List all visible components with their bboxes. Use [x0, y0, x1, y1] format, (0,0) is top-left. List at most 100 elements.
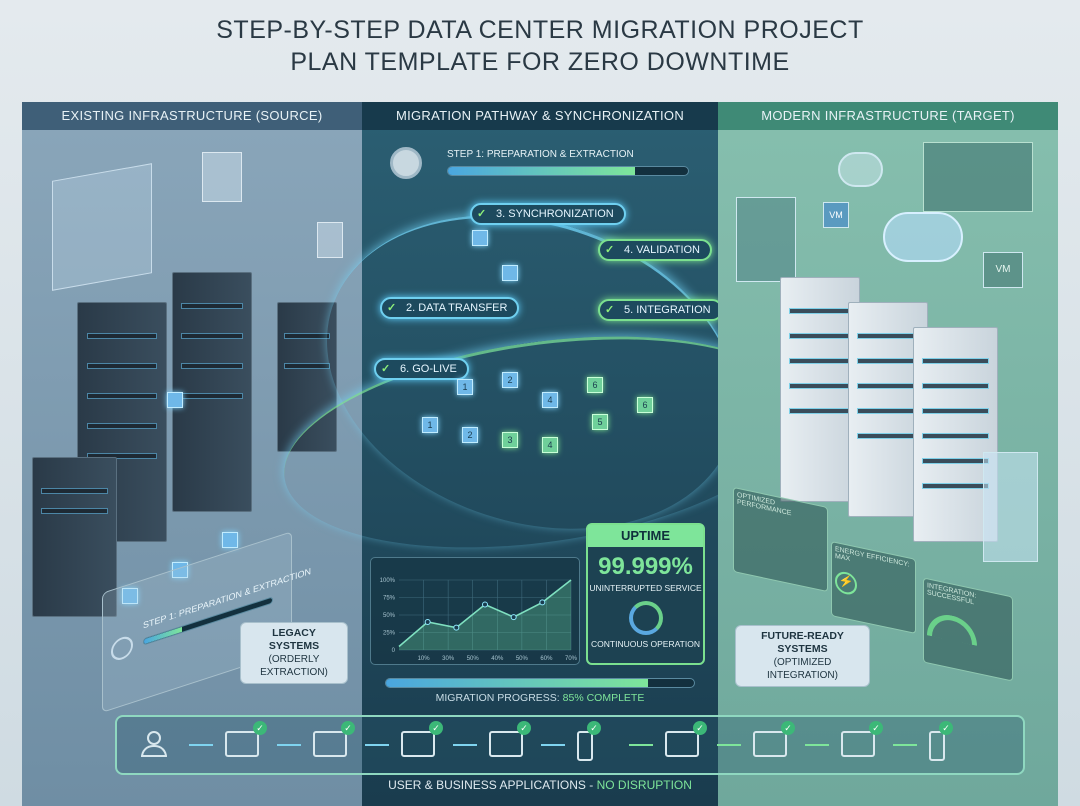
- chart-svg: 025%50%75%100%10%30%50%40%50%60%70%: [380, 578, 578, 662]
- step-pill[interactable]: ✓ 6. GO-LIVE: [374, 358, 469, 380]
- check-icon: ✓: [605, 304, 615, 316]
- callout-subtitle: (ORDERLY EXTRACTION): [260, 654, 328, 678]
- monitor-icon: ✓: [225, 721, 267, 757]
- blueprint-panel: [52, 163, 152, 291]
- data-cube: 4: [542, 437, 558, 453]
- step-label: 2. DATA TRANSFER: [406, 302, 508, 314]
- connector: [277, 744, 301, 746]
- migration-progress-bar: [385, 678, 695, 688]
- target-heading: MODERN INFRASTRUCTURE (TARGET): [718, 102, 1058, 130]
- target-column: MODERN INFRASTRUCTURE (TARGET) VM VM OPT…: [718, 102, 1058, 806]
- data-cube: 6: [637, 397, 653, 413]
- step-pill[interactable]: ✓ 2. DATA TRANSFER: [380, 297, 520, 319]
- uptime-subtitle: UNINTERRUPTED SERVICE: [589, 583, 702, 593]
- vm-panel: VM: [983, 252, 1023, 288]
- uptime-value: 99.999%: [598, 553, 693, 580]
- data-cube: [122, 588, 138, 604]
- energy-panel: ENERGY EFFICIENCY: MAX⚡: [831, 540, 916, 635]
- y-tick-label: 75%: [383, 596, 396, 602]
- step-label: 4. VALIDATION: [624, 244, 701, 256]
- legacy-server-rack: [277, 302, 337, 452]
- y-tick-label: 100%: [380, 578, 396, 584]
- data-cube: [472, 230, 488, 246]
- legacy-tower: [32, 457, 117, 617]
- clock-icon: [111, 633, 133, 663]
- y-tick-label: 0: [392, 648, 396, 654]
- check-icon: ✓: [381, 363, 391, 375]
- x-tick-label: 10%: [418, 656, 431, 662]
- data-cube: 2: [462, 427, 478, 443]
- step-pill[interactable]: ✓ 4. VALIDATION: [598, 239, 713, 261]
- check-icon: ✓: [587, 721, 601, 735]
- clock-icon: [390, 147, 422, 179]
- data-point: [510, 614, 517, 621]
- x-tick-label: 70%: [565, 656, 578, 662]
- y-tick-label: 25%: [383, 631, 396, 637]
- lightning-icon: ⚡: [835, 569, 857, 597]
- phone-icon: ✓: [929, 721, 953, 761]
- data-cube: 3: [502, 432, 518, 448]
- connector: [805, 744, 829, 746]
- x-tick-label: 50%: [467, 656, 480, 662]
- check-icon: ✓: [477, 208, 487, 220]
- checklist-icon: [202, 152, 242, 202]
- data-point: [424, 619, 431, 625]
- panel-title: ENERGY EFFICIENCY: MAX: [835, 545, 910, 569]
- source-column: EXISTING INFRASTRUCTURE (SOURCE) STEP 1:…: [22, 102, 362, 806]
- caption-accent: NO DISRUPTION: [596, 778, 692, 792]
- data-cube: [172, 562, 188, 578]
- data-cube: 2: [502, 372, 518, 388]
- laptop-icon: ✓: [489, 721, 531, 757]
- connector: [453, 744, 477, 746]
- document-icon: [317, 222, 343, 258]
- callout-subtitle: (OPTIMIZED INTEGRATION): [767, 657, 838, 681]
- legacy-server-rack: [77, 302, 167, 542]
- check-icon: ✓: [605, 244, 615, 256]
- step-label: 6. GO-LIVE: [400, 363, 457, 375]
- data-cube: [167, 392, 183, 408]
- integration-panel: INTEGRATION: SUCCESSFUL: [923, 577, 1013, 682]
- uptime-footer: CONTINUOUS OPERATION: [591, 639, 700, 649]
- caption-main: USER & BUSINESS APPLICATIONS -: [388, 778, 597, 792]
- laptop-icon: ✓: [841, 721, 883, 757]
- modern-server: [780, 277, 860, 502]
- cloud-network-icon: [883, 212, 963, 262]
- phone-icon: ✓: [577, 721, 601, 761]
- migration-progress-text: MIGRATION PROGRESS: 85% COMPLETE: [362, 692, 718, 704]
- panel-title: INTEGRATION: SUCCESSFUL: [927, 582, 977, 607]
- data-cube: 6: [587, 377, 603, 393]
- cooling-unit: [983, 452, 1038, 562]
- step-label: 3. SYNCHRONIZATION: [496, 208, 614, 220]
- desktop-icon: ✓: [401, 721, 443, 757]
- title-line-1: STEP-BY-STEP DATA CENTER MIGRATION PROJE…: [216, 16, 864, 44]
- x-tick-label: 60%: [540, 656, 553, 662]
- step-1-label: STEP 1: PREPARATION & EXTRACTION: [143, 565, 312, 631]
- data-cube: [502, 265, 518, 281]
- cloud-icon: [838, 152, 883, 187]
- page-title: STEP-BY-STEP DATA CENTER MIGRATION PROJE…: [0, 14, 1080, 78]
- dashboard-panel: [923, 142, 1033, 212]
- progress-value: 85% COMPLETE: [562, 692, 645, 704]
- data-cube: [222, 532, 238, 548]
- legacy-callout: LEGACY SYSTEMS (ORDERLY EXTRACTION): [240, 622, 348, 684]
- connector: [893, 744, 917, 746]
- x-tick-label: 40%: [491, 656, 504, 662]
- applications-band: ✓ ✓ ✓ ✓ ✓ ✓ ✓ ✓ ✓: [115, 715, 1025, 775]
- check-icon: ✓: [693, 721, 707, 735]
- connector: [189, 744, 213, 746]
- step-label: 5. INTEGRATION: [624, 304, 711, 316]
- callout-title: FUTURE-READY SYSTEMS: [761, 630, 844, 655]
- laptop-icon: ✓: [313, 721, 355, 757]
- check-icon: ✓: [387, 302, 397, 314]
- desktop-icon: ✓: [753, 721, 795, 757]
- step-pill[interactable]: ✓ 3. SYNCHRONIZATION: [470, 203, 626, 225]
- data-point: [482, 601, 488, 608]
- check-icon: ✓: [429, 721, 443, 735]
- step-pill[interactable]: ✓ 5. INTEGRATION: [598, 299, 723, 321]
- data-cube: 1: [457, 379, 473, 395]
- x-tick-label: 30%: [442, 656, 455, 662]
- pathway-column: MIGRATION PATHWAY & SYNCHRONIZATION STEP…: [270, 102, 814, 806]
- gauge-icon: [927, 610, 977, 646]
- connector: [717, 744, 741, 746]
